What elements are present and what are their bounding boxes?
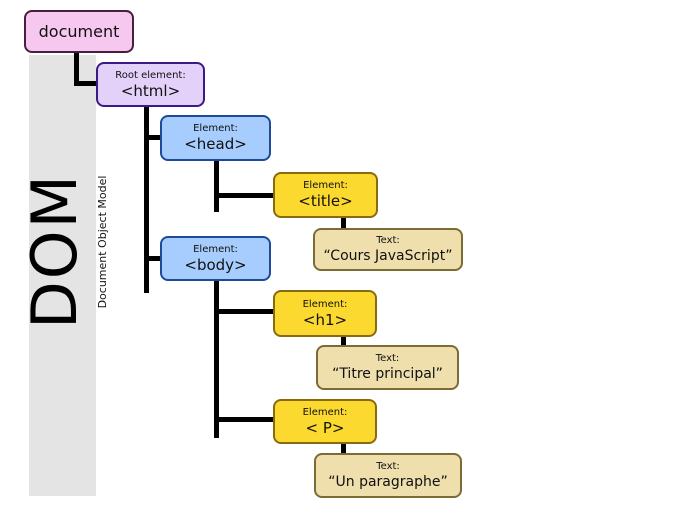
dom-title-group: DOM Document Object Model [18, 150, 109, 340]
node-title: Element: <title> [273, 172, 378, 218]
node-html-tag: <html> [120, 81, 181, 100]
node-h1-tag: <h1> [302, 310, 348, 329]
node-document: document [24, 10, 134, 53]
node-title-text-kind: Text: [376, 234, 400, 246]
node-head: Element: <head> [160, 115, 271, 161]
sidebar-band [29, 55, 96, 496]
dom-subtitle: Document Object Model [96, 175, 109, 309]
node-p-text-kind: Text: [376, 460, 400, 472]
connector-p-text [341, 442, 346, 454]
node-head-tag: <head> [184, 135, 247, 153]
node-p-text-value: “Un paragraphe” [328, 473, 448, 490]
connector-html-body [144, 256, 161, 261]
node-p-tag: < P> [305, 418, 345, 437]
connector-document-html-horizontal [74, 81, 97, 86]
connector-document-html-vertical [74, 52, 79, 86]
connector-html-head [144, 135, 161, 140]
node-html: Root element: <html> [96, 62, 205, 107]
node-h1: Element: <h1> [273, 290, 377, 337]
node-h1-text-kind: Text: [375, 352, 400, 364]
connector-body-children-vertical [214, 279, 219, 438]
dom-title: DOM [18, 172, 91, 330]
node-h1-text-value: “Titre principal” [332, 365, 443, 382]
node-p-text: Text: “Un paragraphe” [314, 453, 462, 498]
node-p: Element: < P> [273, 399, 377, 444]
node-body: Element: <body> [160, 236, 271, 281]
connector-html-children-vertical [144, 106, 149, 293]
node-title-text-value: “Cours JavaScript” [323, 247, 453, 264]
node-body-kind: Element: [193, 243, 238, 255]
node-h1-text: Text: “Titre principal” [316, 345, 459, 390]
node-p-kind: Element: [302, 406, 348, 418]
connector-body-p [214, 417, 274, 422]
node-title-tag: <title> [298, 192, 353, 210]
node-html-kind: Root element: [115, 69, 186, 81]
connector-head-title-horizontal [214, 193, 274, 198]
node-h1-kind: Element: [302, 298, 348, 310]
connector-body-h1 [214, 309, 274, 314]
node-title-text: Text: “Cours JavaScript” [313, 228, 463, 271]
connector-head-title-vertical [214, 160, 219, 212]
connector-title-text [341, 216, 346, 229]
node-body-tag: <body> [184, 255, 247, 274]
node-document-label: document [38, 22, 120, 41]
connector-h1-text [341, 335, 346, 346]
node-head-kind: Element: [193, 123, 238, 134]
node-title-kind: Element: [303, 180, 348, 191]
